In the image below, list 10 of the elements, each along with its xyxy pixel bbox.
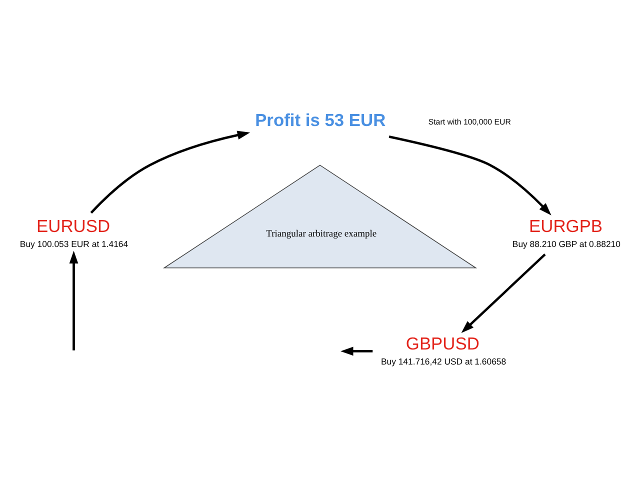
arrow [90, 130, 250, 214]
node-text: EURUSD Buy 100.053 EUR at 1.4164 [20, 216, 128, 249]
arrow [388, 136, 552, 216]
label: Start with 100,000 EUR [428, 117, 511, 126]
arrow [340, 346, 373, 356]
node-text: EURGPB Buy 88.210 GBP at 0.88210 [512, 216, 620, 249]
node-text: Profit is 53 EUR [255, 110, 386, 130]
arrow [69, 250, 78, 350]
arrow [461, 254, 546, 334]
node-text: GBPUSD Buy 141.716,42 USD at 1.60658 [380, 333, 506, 367]
